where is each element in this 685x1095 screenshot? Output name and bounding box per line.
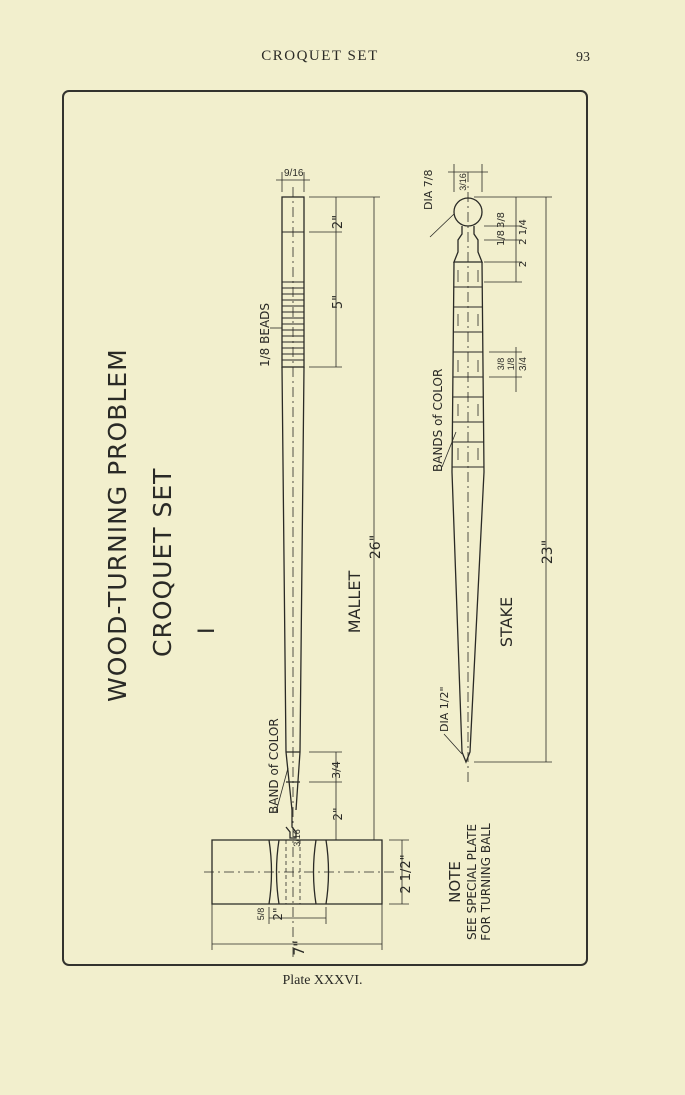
stake-top-dim-2: 1/8 — [496, 230, 507, 246]
note-line2: FOR TURNING BALL — [479, 823, 493, 941]
stake-drawing — [429, 164, 552, 782]
running-head: CROQUET SET 93 — [0, 48, 685, 72]
plate-title-line1: WOOD-TURNING PROBLEM — [103, 348, 132, 702]
mallet-length: 26" — [368, 535, 384, 559]
stake-band-dim-2: 1/8 — [506, 358, 516, 371]
stake-length: 23" — [540, 540, 556, 564]
mallet-end-length: 2" — [331, 215, 346, 229]
stake-top-dim-1: 3/8 — [496, 212, 507, 228]
stake-top-dim-3: 2 1/4 — [518, 219, 529, 245]
mallet-beads-label: 1/8 BEADS — [258, 303, 272, 367]
mallet-head-diameter: 2 1/2" — [399, 854, 414, 893]
plate-title: WOOD-TURNING PROBLEM CROQUET SET I — [103, 348, 220, 702]
mallet-neck-diameter: 3/16 — [292, 829, 302, 847]
plate-caption: Plate XXXVI. — [282, 973, 363, 988]
stake-band-label: BANDS of COLOR — [431, 369, 445, 472]
mallet-grip-diameter: 9/16 — [284, 168, 304, 179]
mallet-head-length: 7" — [292, 940, 308, 955]
note-line1: SEE SPECIAL PLATE — [465, 824, 479, 940]
running-title: CROQUET SET — [261, 48, 379, 64]
stake-band-dim-1: 3/8 — [496, 358, 506, 371]
mallet-head-groove: 2" — [271, 907, 285, 920]
mallet-drawing — [204, 172, 409, 957]
stake-band-dim-3: 3/4 — [518, 357, 529, 371]
croquet-drawing: WOOD-TURNING PROBLEM CROQUET SET I — [103, 164, 556, 957]
mallet-name: MALLET — [345, 571, 364, 634]
stake-top-diameter: DIA 7/8 — [422, 170, 435, 210]
note-heading: NOTE — [446, 861, 464, 903]
page-number: 93 — [576, 50, 590, 65]
mallet-band-width: 3/4 — [330, 761, 343, 779]
mallet-beads-length: 5" — [331, 295, 346, 309]
stake-name: STAKE — [497, 597, 516, 647]
mallet-head-end: 5/8 — [256, 908, 266, 921]
plate-title-line2: CROQUET SET — [148, 468, 177, 657]
stake-tip-diameter: DIA 1/2" — [438, 687, 451, 733]
stake-ball-dimension: 3/16 — [458, 173, 468, 191]
stake-top-dim-4: 2 — [518, 261, 529, 267]
mallet-band-spacing: 2" — [331, 807, 345, 820]
drawing-plate: WOOD-TURNING PROBLEM CROQUET SET I — [62, 90, 588, 966]
mallet-band-label: BAND of COLOR — [267, 718, 281, 814]
plate-roman-numeral: I — [195, 628, 220, 635]
